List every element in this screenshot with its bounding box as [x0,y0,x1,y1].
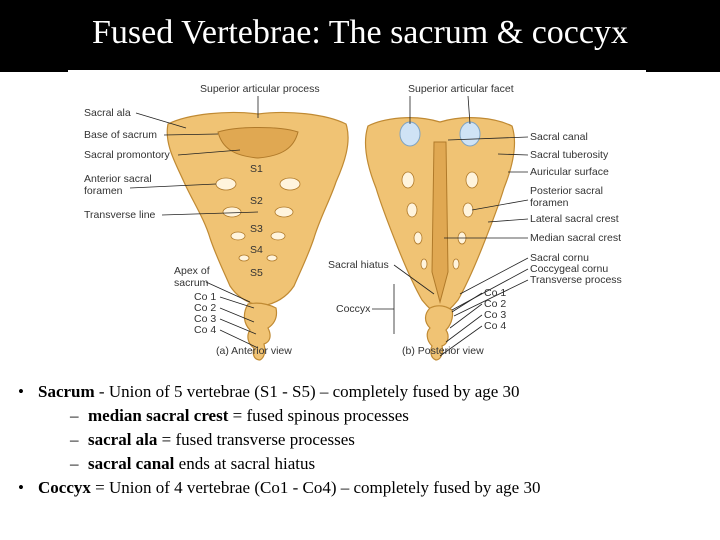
bullet-coccyx: • Coccyx = Union of 4 vertebrae (Co1 - C… [18,476,708,500]
segment-s3: S3 [250,223,263,235]
bullet-dot: • [18,478,24,497]
anterior-co1-label: Co 1 [194,291,216,303]
coccyx-label: Coccyx [336,303,371,315]
segment-s5: S5 [250,267,263,279]
sub-bullet-term: sacral canal [88,454,175,473]
transverse-process-label: Transverse process [530,274,622,286]
sub-bullet-median-crest: – median sacral crest = fused spinous pr… [18,404,708,428]
posterior-co4-label: Co 4 [484,320,506,332]
anterior-co4-label: Co 4 [194,324,216,336]
bullet-sacrum-term: Sacrum [38,382,95,401]
title-bar [0,0,720,72]
right-articular-facet [459,121,481,147]
anterior-co3-label: Co 3 [194,313,216,325]
bullet-coccyx-term: Coccyx [38,478,91,497]
auricular-surface-label: Auricular surface [530,166,609,178]
sacral-cornu-label: Sacral cornu [530,252,589,264]
bullet-list: • Sacrum - Union of 5 vertebrae (S1 - S5… [18,380,708,500]
superior-articular-facet-label: Superior articular facet [408,83,514,95]
sub-bullet-dash: – [70,406,79,425]
title-rule [68,70,646,72]
apex-of-label: Apex of [174,265,210,277]
posterior-co1-label: Co 1 [484,287,506,299]
sacral-tuberosity-label: Sacral tuberosity [530,149,609,161]
sacrum-illustration: Superior articular process Sacral ala Ba… [84,83,622,361]
sub-bullet-dash: – [70,454,79,473]
base-of-sacrum-label: Base of sacrum [84,129,157,141]
anterior-co2-label: Co 2 [194,302,216,314]
sacrum-figure: Superior articular process Sacral ala Ba… [68,72,646,362]
posterior-co3-label: Co 3 [484,309,506,321]
superior-articular-process-label: Superior articular process [200,83,320,95]
bullet-sacrum: • Sacrum - Union of 5 vertebrae (S1 - S5… [18,380,708,404]
sacral-canal-label: Sacral canal [530,131,588,143]
sub-bullet-sacral-canal: – sacral canal ends at sacral hiatus [18,452,708,476]
lateral-sacral-crest-label: Lateral sacral crest [530,213,619,225]
foramen-label: foramen [84,185,123,197]
slide-title: Fused Vertebrae: The sacrum & coccyx [92,14,628,51]
posterior-co2-label: Co 2 [484,298,506,310]
posterior-foramen-label: foramen [530,197,569,209]
anterior-view-caption: (a) Anterior view [216,345,292,357]
sub-bullet-text: ends at sacral hiatus [174,454,316,473]
median-sacral-crest-label: Median sacral crest [530,232,621,244]
left-articular-facet [399,121,421,147]
sacrum-label: sacrum [174,277,209,289]
sub-bullet-text: = fused transverse processes [157,430,355,449]
segment-s2: S2 [250,195,263,207]
bullet-dot: • [18,382,24,401]
posterior-view-caption: (b) Posterior view [402,345,484,357]
sacral-hiatus-label: Sacral hiatus [328,259,389,271]
sacral-promontory-label: Sacral promontory [84,149,171,161]
sub-bullet-term: sacral ala [88,430,158,449]
transverse-line-label: Transverse line [84,209,156,221]
anterior-sacral-label: Anterior sacral [84,173,152,185]
bullet-sacrum-text: - Union of 5 vertebrae (S1 - S5) – compl… [94,382,520,401]
sub-bullet-text: = fused spinous processes [228,406,409,425]
sub-bullet-sacral-ala: – sacral ala = fused transverse processe… [18,428,708,452]
sacral-ala-label: Sacral ala [84,107,131,119]
segment-s1: S1 [250,163,263,175]
sub-bullet-dash: – [70,430,79,449]
anterior-sacrum-bone [166,111,349,361]
bullet-coccyx-text: = Union of 4 vertebrae (Co1 - Co4) – com… [90,478,541,497]
coccygeal-cornu-label: Coccygeal cornu [530,263,608,275]
posterior-sacrum-bone [365,117,515,361]
posterior-sacral-label: Posterior sacral [530,185,603,197]
sub-bullet-term: median sacral crest [88,406,229,425]
segment-s4: S4 [250,244,263,256]
